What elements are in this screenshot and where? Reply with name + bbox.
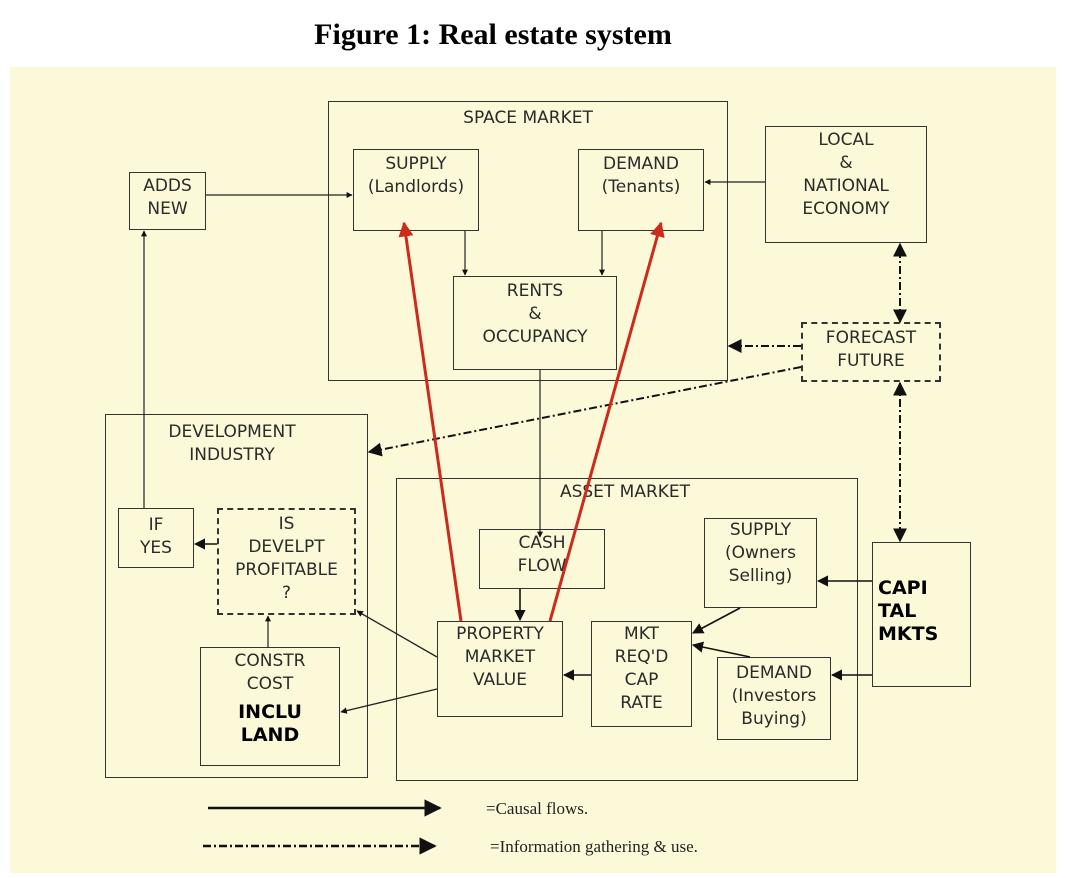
rents-occupancy-label: RENTS & OCCUPANCY: [482, 281, 588, 347]
property-value-box: [437, 621, 563, 717]
space-demand-box: [578, 149, 704, 231]
space-market-box: [328, 101, 728, 381]
asset-demand-box: [717, 657, 831, 740]
asset-demand-label: DEMAND (Investors Buying): [731, 663, 817, 729]
space-market-title: SPACE MARKET: [463, 108, 593, 128]
if-yes-box: [118, 508, 194, 568]
development-industry-box: [105, 414, 368, 778]
legend-causal-label: =Causal flows.: [486, 799, 589, 818]
includes-land-label: INCLU LAND: [238, 701, 302, 746]
info-arrow-forecast-to-development: [367, 366, 802, 457]
forecast-label: FORECAST FUTURE: [825, 328, 917, 371]
arrows-layer: [141, 179, 907, 855]
construction-cost-label: CONSTR COST: [234, 651, 306, 694]
capital-markets-label: CAPI TAL MKTS: [878, 577, 939, 645]
profitable-label: IS DEVELPT PROFITABLE ?: [235, 514, 338, 603]
diagram-canvas: SPACE MARKET SUPPLY (Landlords) DEMAND (…: [10, 67, 1056, 873]
asset-supply-box: [704, 518, 817, 608]
cash-flow-box: [479, 529, 605, 589]
arrow-asset-demand-to-cap-rate: [691, 641, 751, 658]
adds-new-box: [129, 172, 206, 230]
forecast-box: [801, 322, 941, 382]
cash-flow-label: CASH FLOW: [517, 533, 567, 576]
profitable-box: [217, 508, 356, 615]
development-industry-title: DEVELOPMENT INDUSTRY: [168, 422, 296, 465]
economy-box: [765, 126, 927, 243]
adds-new-label: ADDS NEW: [143, 176, 192, 219]
rents-occupancy-box: [453, 276, 617, 370]
cap-rate-label: MKT REQ'D CAP RATE: [614, 624, 669, 713]
capital-markets-box: [872, 542, 971, 687]
arrow-value-to-profitable: [356, 610, 438, 658]
economy-label: LOCAL & NATIONAL ECONOMY: [802, 130, 890, 219]
figure-title: Figure 1: Real estate system: [314, 18, 672, 51]
asset-supply-label: SUPPLY (Owners Selling): [725, 520, 796, 586]
if-yes-label: IF YES: [140, 515, 172, 558]
red-arrow-value-to-space-supply: [398, 221, 463, 622]
space-demand-label: DEMAND (Tenants): [601, 154, 681, 197]
space-supply-label: SUPPLY (Landlords): [367, 154, 465, 197]
arrow-asset-supply-to-cap-rate: [692, 607, 741, 634]
space-supply-box: [353, 149, 479, 231]
arrow-value-to-construction-cost: [340, 688, 438, 714]
property-value-label: PROPERTY MARKET VALUE: [456, 624, 544, 690]
red-arrow-value-to-space-demand: [548, 221, 665, 622]
construction-cost-box: [200, 647, 340, 766]
cap-rate-box: [591, 621, 692, 727]
asset-market-box: [396, 478, 858, 781]
legend-info-label: =Information gathering & use.: [490, 837, 698, 856]
